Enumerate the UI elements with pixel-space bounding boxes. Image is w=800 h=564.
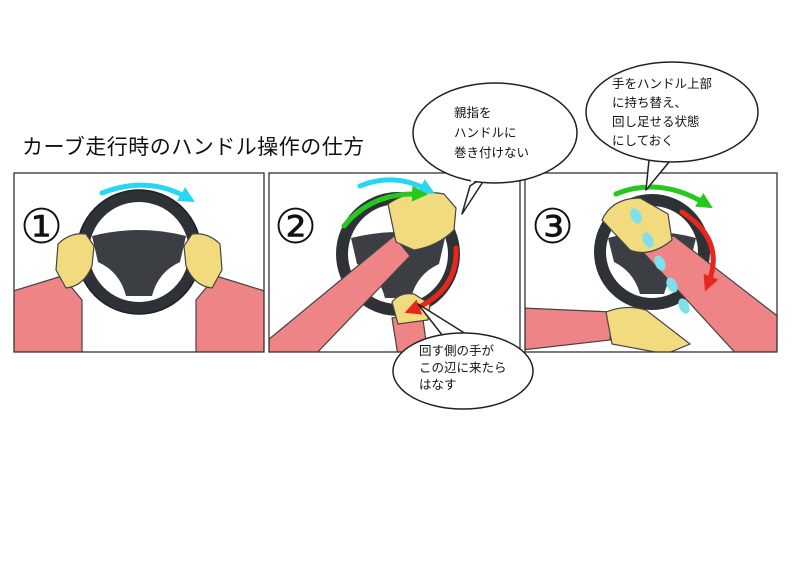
panel-2-number: ②	[274, 199, 317, 255]
left-arm	[269, 191, 457, 352]
callout-regrip-bubble	[585, 61, 759, 191]
panel-1	[13, 172, 265, 353]
right-hand-top	[601, 197, 673, 253]
guide-dots	[630, 208, 690, 314]
turn-arrow	[99, 182, 195, 202]
panel-2	[268, 172, 521, 353]
steering-wheel	[76, 189, 202, 315]
panel-3-number: ③	[531, 199, 574, 255]
turn-arrow	[357, 177, 436, 194]
panel-frame	[268, 172, 521, 353]
callout-release-text: 回す側の手が この辺に来たら はなす	[419, 342, 507, 393]
push-arrow	[341, 185, 428, 229]
callout-line: 手をハンドル上部	[612, 76, 713, 91]
left-hand-bottom	[605, 306, 692, 352]
callout-line: 回し足せる状態	[612, 114, 700, 129]
callout-thumb-text: 親指を ハンドルに 巻き付けない	[454, 103, 529, 163]
panel-frame	[13, 172, 265, 353]
left-hand	[55, 233, 95, 289]
left-arm	[14, 233, 95, 352]
callout-line: にしておく	[612, 133, 674, 148]
callout-thumb-bubble	[412, 82, 578, 215]
panel-1-number: ①	[20, 199, 63, 255]
callout-regrip-text: 手をハンドル上部 に持ち替え、 回し足せる状態 にしておく	[612, 74, 712, 150]
callout-line: 巻き付けない	[454, 145, 530, 160]
push-arrow	[613, 184, 713, 209]
right-arm	[183, 233, 264, 352]
callout-release-bubble	[392, 303, 534, 410]
right-hand	[183, 233, 223, 289]
panel-3	[524, 172, 778, 353]
callout-line: はなす	[419, 377, 457, 392]
left-arm	[525, 306, 692, 352]
right-arm	[601, 197, 777, 352]
callout-line: 親指を	[454, 105, 492, 120]
page-title: カーブ走行時のハンドル操作の仕方	[22, 135, 365, 159]
callout-line: に持ち替え、	[612, 95, 688, 110]
callout-line: ハンドルに	[454, 125, 517, 140]
pull-arrow	[679, 209, 719, 292]
callout-line: 回す側の手が	[419, 343, 495, 358]
callout-line: この辺に来たら	[419, 360, 507, 375]
